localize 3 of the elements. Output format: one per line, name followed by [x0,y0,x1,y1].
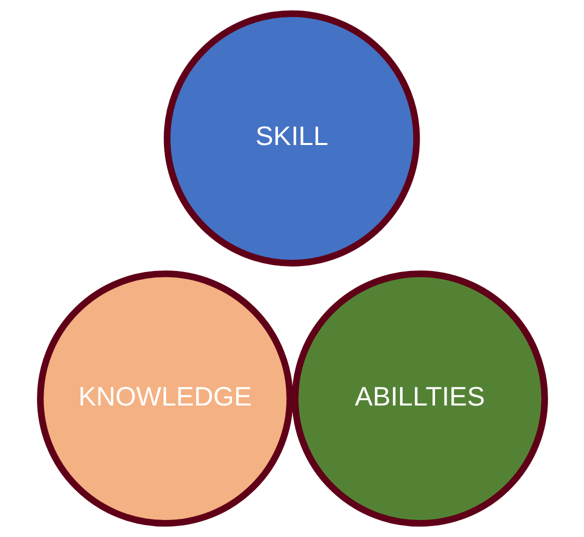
node-circle: KNOWLEDGE [36,270,293,527]
node-circle: ABILLTIES [291,270,548,527]
node-circle: SKILL [163,10,420,266]
